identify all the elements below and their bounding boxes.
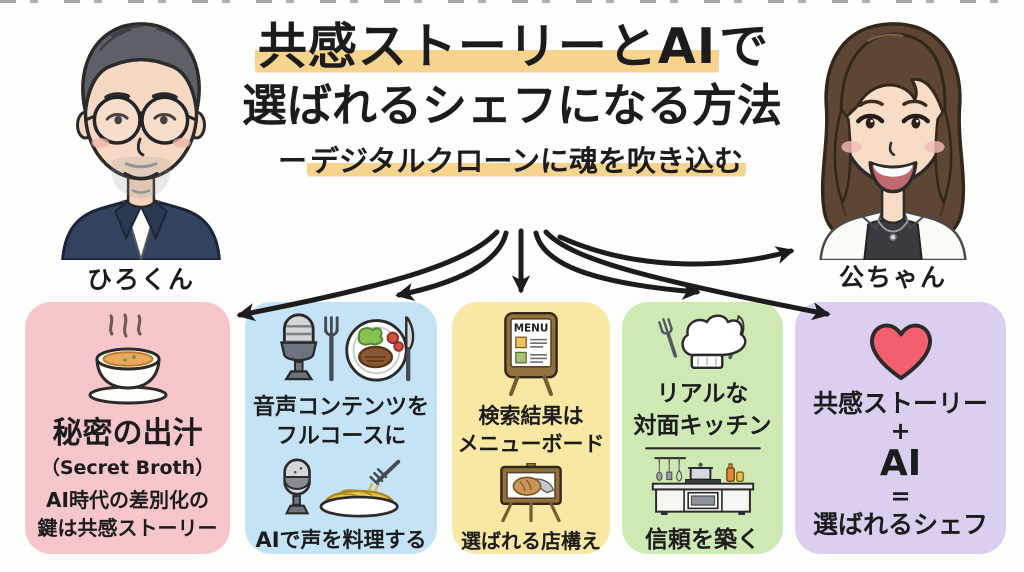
menu-board-label: MENU <box>514 323 549 335</box>
menu-board-icon: MENU <box>504 312 558 397</box>
soup-bowl-icon <box>88 313 167 405</box>
kitchen-counter-icon <box>644 446 761 515</box>
title-line1-highlight: 共感ストーリーとAI <box>254 18 720 75</box>
woman-name-label: 公ちゃん <box>838 263 947 292</box>
broth-subtitle-en: （Secret Broth） <box>40 457 215 479</box>
round-glasses-icon <box>84 95 198 145</box>
subtitle-highlight: デジタルクローンに魂を吹き込む <box>307 144 746 179</box>
menu-caption: 選ばれる店構え <box>461 529 601 553</box>
menu-line-2: メニューボード <box>457 432 605 457</box>
broth-line-1: AI時代の差別化の <box>46 488 209 512</box>
broth-title: 秘密の出汁 <box>52 416 203 451</box>
arrow-to-woman <box>557 234 795 267</box>
broth-line-2: 鍵は共感ストーリー <box>37 516 218 540</box>
title-line1-tail: で <box>719 18 770 75</box>
result-line-1: 共感ストーリー <box>812 389 988 418</box>
kitchen-line-1: リアルな <box>656 381 749 408</box>
audio-line-2: フルコースに <box>275 424 407 450</box>
top-crop-artifact <box>0 0 1024 3</box>
result-equals-sign: = <box>890 482 911 511</box>
title-line-2: 選ばれるシェフになる方法 <box>241 78 782 132</box>
heart-icon <box>869 323 932 381</box>
title-subtitle: ーデジタルクローンに魂を吹き込む <box>226 144 798 179</box>
easel-dish-icon <box>500 462 562 522</box>
man-portrait-illustration <box>61 22 221 260</box>
audio-line-1: 音声コンテンツを <box>252 394 429 420</box>
card-audio-content: 音声コンテンツを フルコースに AIで声を料理する <box>245 302 437 554</box>
chef-hat-cutlery-icon <box>657 314 746 370</box>
woman-portrait-illustration <box>819 22 967 260</box>
necklace-icon <box>877 219 909 233</box>
card-result-formula: 共感ストーリー + AI = 選ばれるシェフ <box>795 302 1006 554</box>
page-title: 共感ストーリーとAIで 選ばれるシェフになる方法 ーデジタルクローンに魂を吹き込… <box>226 18 798 179</box>
result-line-2: 選ばれるシェフ <box>812 510 988 540</box>
card-menu-board: MENU 検索結果は メニューボード 選ばれる店構え <box>452 302 610 554</box>
subtitle-dash: ー <box>278 144 308 179</box>
menu-line-1: 検索結果は <box>478 404 584 429</box>
title-line-1: 共感ストーリーとAIで <box>226 18 798 75</box>
result-plus-sign: + <box>890 417 911 446</box>
microphone-pasta-icon <box>283 458 401 518</box>
kitchen-caption: 信頼を築く <box>645 527 760 553</box>
audio-caption: AIで声を料理する <box>255 528 427 552</box>
man-name-label: ひろくん <box>86 265 195 294</box>
arrow-to-audio-card <box>395 230 509 302</box>
kitchen-line-2: 対面キッチン <box>633 412 772 439</box>
result-ai-label: AI <box>879 443 922 485</box>
arrow-to-kitchen-card <box>533 230 701 300</box>
microphone-steak-plate-icon <box>279 313 415 382</box>
card-secret-broth: 秘密の出汁 （Secret Broth） AI時代の差別化の 鍵は共感ストーリー <box>25 302 230 554</box>
card-real-kitchen: リアルな 対面キッチン 信頼を築く <box>622 302 783 554</box>
